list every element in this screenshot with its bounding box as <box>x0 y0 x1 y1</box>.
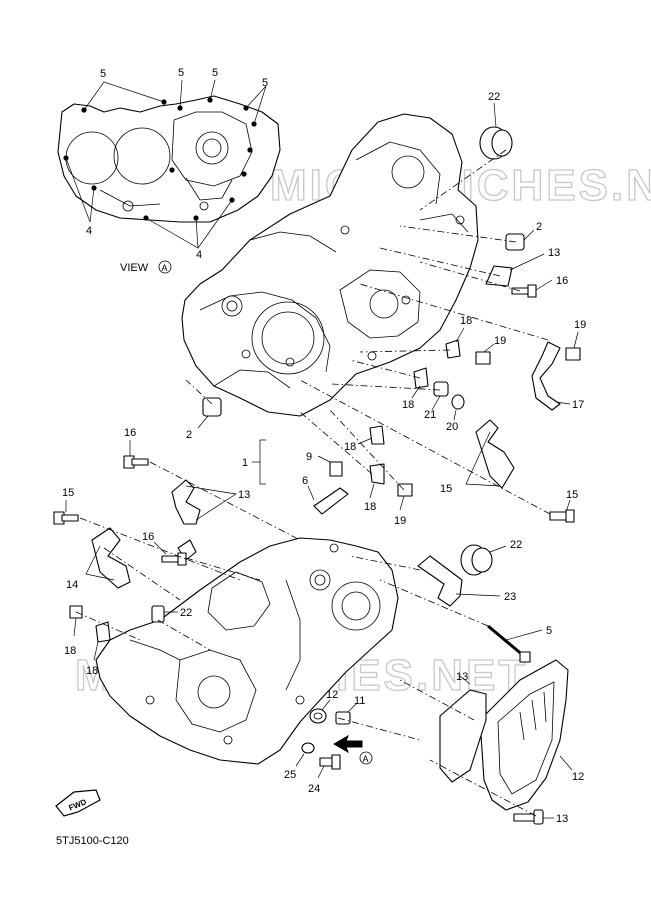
callout-24: 23 <box>504 591 516 603</box>
callout-15-right: 15 <box>566 489 578 501</box>
part-2-right: 2 <box>505 221 542 251</box>
callout-16-left-bottom: 16 <box>142 531 154 543</box>
view-arrow-a: A <box>332 734 373 765</box>
part-10-8-9: 13 12 13 <box>456 671 584 825</box>
callout-8: 12 <box>572 771 584 783</box>
callout-7: 9 <box>306 451 312 463</box>
part-2-left: 2 <box>186 397 222 441</box>
callout-5b: 5 <box>262 77 268 89</box>
part-22-24-lower: 22 23 <box>417 539 522 607</box>
callout-16-left-top: 16 <box>124 427 136 439</box>
view-a-inset: 5 5 5 5 4 4 <box>57 67 281 261</box>
view-text: VIEW <box>120 262 149 274</box>
crankcase-cover-8 <box>439 659 569 811</box>
arrow-a-letter: A <box>363 754 369 764</box>
callout-17: 17 <box>572 399 584 411</box>
callout-16-right: 16 <box>556 275 568 287</box>
part-13-right: 13 <box>485 247 560 287</box>
part-14-15-right: 15 15 <box>440 419 578 523</box>
callout-13-left: 13 <box>238 489 250 501</box>
callout-1: 1 <box>242 457 248 469</box>
callout-20: 20 <box>446 421 458 433</box>
callout-19-center: 19 <box>394 515 406 527</box>
callout-18-left: 18 <box>86 665 98 677</box>
callout-12: 12 <box>326 689 338 701</box>
callout-22-top: 22 <box>488 91 500 103</box>
callout-14-left: 14 <box>66 579 78 591</box>
callout-10: 13 <box>456 671 468 683</box>
part-15-14-left: 15 14 <box>53 487 131 591</box>
callout-22-lower: 22 <box>510 539 522 551</box>
callout-3b: 4 <box>196 249 202 261</box>
callout-9: 13 <box>556 813 568 825</box>
part-22-top: 22 <box>479 91 513 160</box>
callout-2-left: 2 <box>186 429 192 441</box>
callout-2-right: 2 <box>536 221 542 233</box>
callout-19-right: 19 <box>574 319 586 331</box>
callout-14-right: 15 <box>440 483 452 495</box>
callout-18-c: 18 <box>344 441 356 453</box>
callout-6: 6 <box>302 475 308 487</box>
callout-15-left: 15 <box>62 487 74 499</box>
callout-1-bracket: 1 <box>242 439 266 485</box>
callout-18-a: 18 <box>460 315 472 327</box>
callout-19-mid: 19 <box>494 335 506 347</box>
part-cluster-bottom: 12 11 25 24 <box>284 689 365 795</box>
callout-18-d: 18 <box>364 501 376 513</box>
part-16-13-left: 16 13 <box>123 427 250 561</box>
callout-18-b: 18 <box>402 399 414 411</box>
callout-19-left: 18 <box>64 645 76 657</box>
callout-11: 11 <box>354 695 365 707</box>
callout-4b: 5 <box>212 67 218 79</box>
callout-5-lower: 5 <box>546 625 552 637</box>
callout-21: 21 <box>424 409 436 421</box>
part-16-left-bottom: 16 <box>142 531 187 566</box>
callout-4a: 5 <box>100 68 106 80</box>
alignment-lines <box>75 149 551 817</box>
part-19-17-right: 19 17 <box>531 319 586 411</box>
view-a-label: VIEW A <box>120 260 172 274</box>
part-cluster-center: 18 9 6 18 19 <box>302 425 413 527</box>
part-23: 22 <box>151 605 192 623</box>
part-16-right: 16 <box>511 275 568 298</box>
callout-5a: 5 <box>178 67 184 79</box>
part-cluster-middle: 18 19 18 21 20 <box>402 315 506 433</box>
left-crankcase-half <box>95 537 399 765</box>
callout-26: 25 <box>284 769 296 781</box>
right-crankcase-half <box>181 113 479 417</box>
fwd-arrow-icon: FWD <box>55 789 101 817</box>
part-5-lower: 5 <box>487 624 552 663</box>
callout-25: 24 <box>308 783 320 795</box>
callout-3a: 4 <box>86 225 92 237</box>
footer-code: 5TJ5100-C120 <box>56 835 129 847</box>
callout-13-right: 13 <box>548 247 560 259</box>
view-circle-letter: A <box>162 263 168 273</box>
callout-23: 22 <box>180 607 192 619</box>
